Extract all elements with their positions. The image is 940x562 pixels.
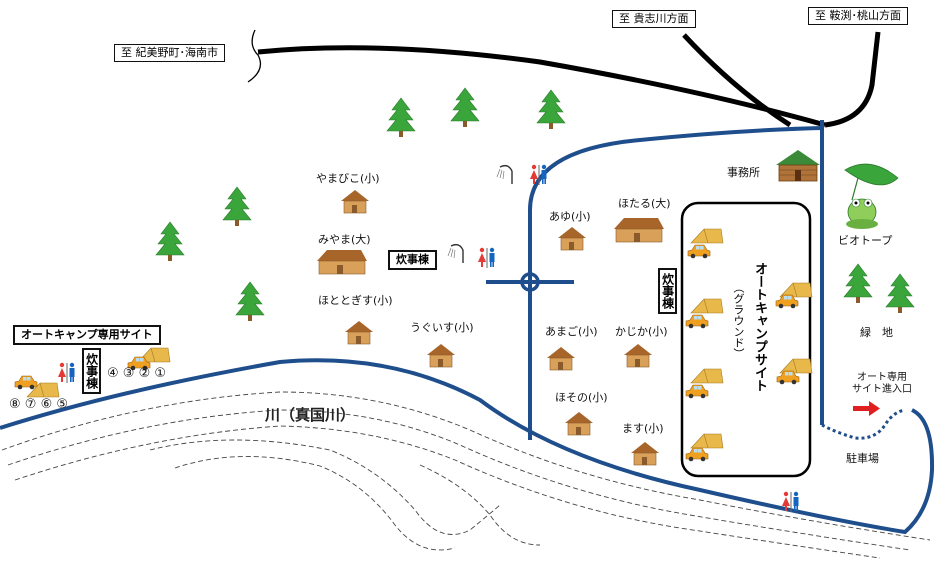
river-label: 川（真国川） <box>265 406 356 424</box>
kitchen-building-ground[interactable]: 炊事棟 <box>658 268 677 314</box>
auto-campsite-boundary[interactable] <box>680 201 812 478</box>
auto-entrance-label[interactable]: オート専用 サイト進入口 <box>852 372 912 395</box>
footpath-network <box>0 120 935 535</box>
kitchen-building-main[interactable]: 炊事棟 <box>388 250 437 271</box>
cabin-label-ayu[interactable]: あゆ(小) <box>549 210 591 223</box>
cabin-label-hototogisu[interactable]: ほととぎす(小) <box>318 294 393 307</box>
cabin-label-yamabiko[interactable]: やまびこ(小) <box>316 172 380 185</box>
site-numbers-right[interactable]: ④ ③ ② ① <box>107 366 167 381</box>
cabins <box>316 189 665 466</box>
sign-kurabuchi: 至 鞍渕･桃山方面 <box>808 7 908 26</box>
auto-only-site-label[interactable]: オートキャンプ専用サイト <box>13 325 161 346</box>
office-building <box>776 150 820 182</box>
cabin-label-miyama[interactable]: みやま(大) <box>318 233 371 246</box>
auto-campsite-title[interactable]: オートキャンプサイト <box>752 262 767 392</box>
cabin-label-hosono[interactable]: ほその(小) <box>555 391 608 404</box>
parking-label[interactable]: 駐車場 <box>846 452 879 465</box>
cabin-label-masu[interactable]: ます(小) <box>622 422 664 435</box>
auto-campsite-subtitle: （グラウンド） <box>732 282 745 359</box>
sign-kimino: 至 紀美野町･海南市 <box>114 44 225 63</box>
kitchen-building-west[interactable]: 炊事棟 <box>82 348 101 394</box>
river-lines <box>1 391 931 559</box>
frog-icon <box>844 163 899 229</box>
cabin-label-amago[interactable]: あまご(小) <box>545 325 598 338</box>
cabin-label-kajika[interactable]: かじか(小) <box>615 325 668 338</box>
arrow-right-icon <box>853 401 880 416</box>
restroom-icons <box>58 164 799 512</box>
biotope-label[interactable]: ビオトープ <box>838 234 893 247</box>
cabin-label-hotaru[interactable]: ほたる(大) <box>618 197 671 210</box>
site-numbers-left[interactable]: ⑧ ⑦ ⑥ ⑤ <box>9 397 69 412</box>
sign-kishigawa: 至 貴志川方面 <box>612 10 696 29</box>
green-area-label: 緑 地 <box>860 326 893 339</box>
road-network <box>247 29 881 128</box>
office-label[interactable]: 事務所 <box>727 166 760 179</box>
cabin-label-uguisu[interactable]: うぐいす(小) <box>410 321 474 334</box>
